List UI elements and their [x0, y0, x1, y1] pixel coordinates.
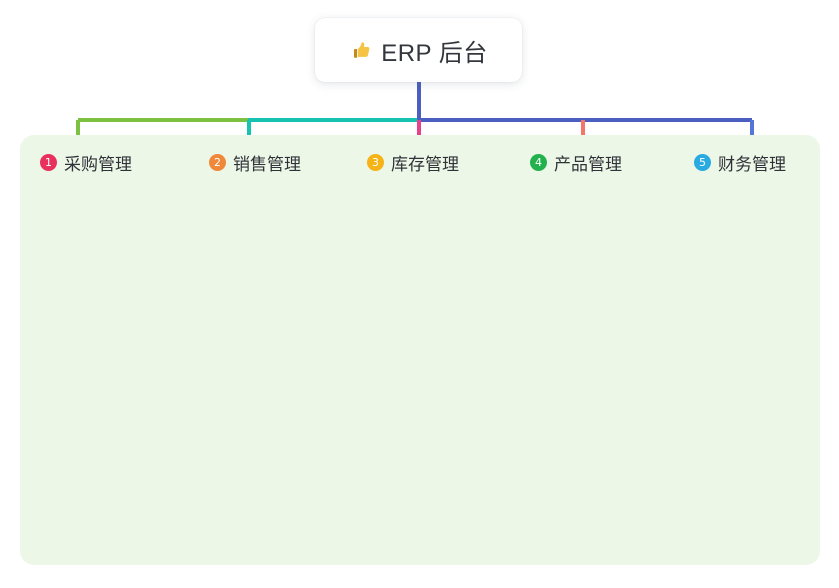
column-finance: 5 财务管理	[694, 150, 786, 174]
column-product: 4 产品管理	[530, 150, 622, 174]
root-node-erp-backend[interactable]: ERP 后台	[315, 18, 522, 82]
column-badge-4: 4	[530, 153, 547, 171]
column-sales: 2 销售管理	[209, 150, 301, 174]
root-node-label: ERP 后台	[381, 39, 488, 67]
column-header-4[interactable]: 4 产品管理	[530, 150, 622, 174]
column-header-3[interactable]: 3 库存管理	[367, 150, 459, 174]
column-title-3: 库存管理	[391, 154, 459, 174]
column-title-2: 销售管理	[233, 154, 301, 174]
diagram-panel	[20, 135, 820, 565]
column-title-1: 采购管理	[64, 154, 132, 174]
column-badge-1: 1	[40, 153, 57, 171]
column-inventory: 3 库存管理	[367, 150, 459, 174]
column-header-5[interactable]: 5 财务管理	[694, 150, 786, 174]
column-header-2[interactable]: 2 销售管理	[209, 150, 301, 174]
column-title-5: 财务管理	[718, 154, 786, 174]
thumbs-up-icon	[349, 39, 372, 62]
column-header-1[interactable]: 1 采购管理	[40, 150, 132, 174]
column-title-4: 产品管理	[554, 154, 622, 174]
column-badge-5: 5	[694, 153, 711, 171]
column-badge-2: 2	[209, 153, 226, 171]
column-purchasing: 1 采购管理	[40, 150, 132, 174]
column-badge-3: 3	[367, 153, 384, 171]
